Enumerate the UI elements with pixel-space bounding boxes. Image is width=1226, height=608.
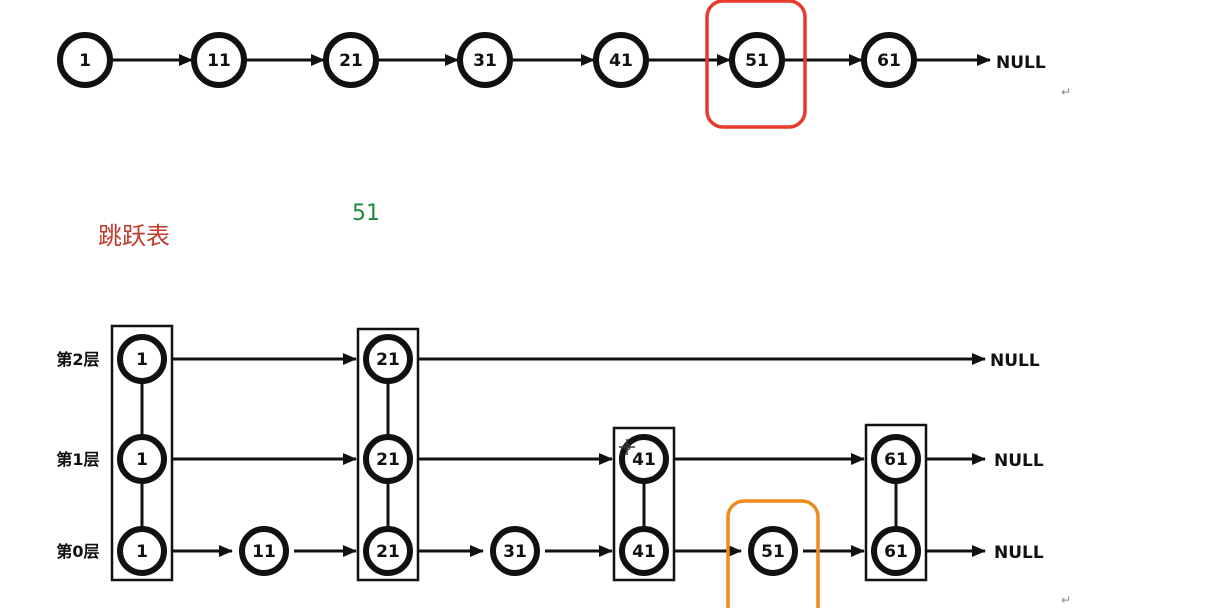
skip-node-21: 21: [363, 334, 413, 384]
skip-list-title: 跳跃表: [98, 222, 170, 250]
cursor-crosshair-icon: [619, 439, 635, 455]
node-label: 61: [884, 542, 908, 562]
list-node-61: 61: [861, 32, 917, 88]
paragraph-mark-top: ↵: [1061, 85, 1071, 99]
node-label: 21: [339, 51, 363, 71]
list-node-21: 21: [323, 32, 379, 88]
skip-node-61: 61: [871, 434, 921, 484]
node-circle: [593, 32, 649, 88]
node-circle: [117, 434, 167, 484]
search-target-label: 51: [352, 201, 380, 226]
node-label: 1: [136, 450, 148, 470]
highlight-box: [726, 499, 820, 608]
node-label: 31: [503, 542, 527, 562]
node-circle: [117, 526, 167, 576]
node-circle: [619, 526, 669, 576]
layer-label: 第1层: [56, 450, 99, 469]
highlight-box: [705, 0, 807, 129]
node-label: 41: [632, 450, 656, 470]
tower-frame-61: [864, 423, 928, 582]
skip-node-51: 51: [748, 526, 798, 576]
node-label: 1: [136, 350, 148, 370]
node-label: 21: [376, 450, 400, 470]
node-label: 21: [376, 350, 400, 370]
list-node-41: 41: [593, 32, 649, 88]
node-circle: [861, 32, 917, 88]
node-label: 61: [877, 51, 901, 71]
skip-node-31: 31: [490, 526, 540, 576]
node-circle: [117, 334, 167, 384]
list-node-1: 1: [57, 32, 113, 88]
list-node-31: 31: [457, 32, 513, 88]
node-label: 11: [207, 51, 231, 71]
node-label: 1: [136, 542, 148, 562]
skip-node-11: 11: [239, 526, 289, 576]
list-node-51: 51: [729, 32, 785, 88]
skip-layer-1: 第1层 1 21 41 61 NULL: [56, 434, 1044, 484]
node-circle: [239, 526, 289, 576]
node-circle: [619, 434, 669, 484]
node-circle: [729, 32, 785, 88]
node-circle: [323, 32, 379, 88]
node-circle: [363, 334, 413, 384]
node-label: 41: [632, 542, 656, 562]
tower-frame-41: [612, 426, 676, 582]
paragraph-mark-bottom: ↵: [1061, 593, 1071, 607]
skip-layer-0: 第2层 1 21 NULL: [56, 334, 1040, 384]
null-terminal: NULL: [994, 451, 1044, 471]
node-circle: [871, 526, 921, 576]
node-circle: [457, 32, 513, 88]
node-circle: [57, 32, 113, 88]
skip-node-21: 21: [363, 526, 413, 576]
layer-label: 第2层: [56, 350, 99, 369]
node-label: 51: [745, 51, 769, 71]
null-terminal: NULL: [996, 53, 1046, 73]
list-node-11: 11: [191, 32, 247, 88]
node-circle: [363, 526, 413, 576]
node-label: 11: [252, 542, 276, 562]
null-terminal: NULL: [990, 351, 1040, 371]
null-terminal: NULL: [994, 543, 1044, 563]
skip-node-1: 1: [117, 334, 167, 384]
skip-node-61: 61: [871, 526, 921, 576]
node-circle: [363, 434, 413, 484]
node-label: 1: [79, 51, 91, 71]
tower-frame-1: [110, 324, 174, 582]
node-circle: [490, 526, 540, 576]
node-label: 51: [761, 542, 785, 562]
skip-node-1: 1: [117, 526, 167, 576]
node-label: 41: [609, 51, 633, 71]
node-circle: [871, 434, 921, 484]
skip-node-1: 1: [117, 434, 167, 484]
layer-label: 第0层: [56, 542, 99, 561]
tower-frame-21: [356, 327, 420, 582]
skip-node-21: 21: [363, 434, 413, 484]
skip-node-41: 41: [619, 434, 669, 484]
node-label: 21: [376, 542, 400, 562]
node-circle: [191, 32, 247, 88]
node-label: 61: [884, 450, 908, 470]
node-circle: [748, 526, 798, 576]
skip-node-41: 41: [619, 526, 669, 576]
node-label: 31: [473, 51, 497, 71]
